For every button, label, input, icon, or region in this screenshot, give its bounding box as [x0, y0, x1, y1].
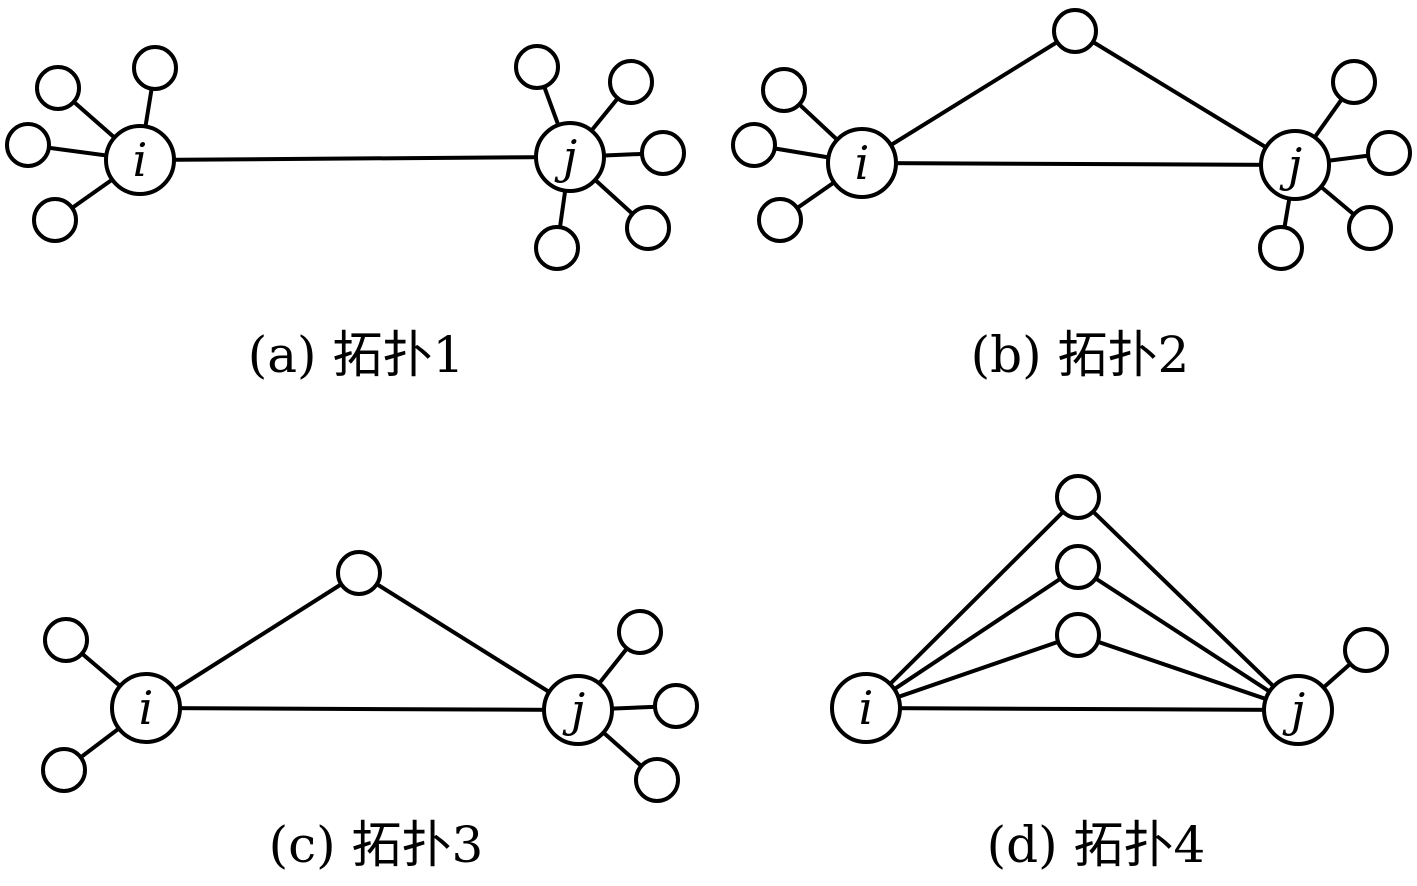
leaf-node: [1331, 59, 1377, 105]
hub-node-i: [826, 127, 898, 199]
leaf-node: [1366, 130, 1412, 176]
leaf-node: [608, 59, 654, 105]
leaf-node: [35, 65, 81, 111]
leaf-node: [1258, 225, 1304, 271]
leaf-node: [534, 225, 580, 271]
edge: [139, 155, 571, 162]
hub-node-j: [534, 121, 606, 193]
edge: [865, 706, 1299, 712]
edge: [864, 495, 1080, 710]
panel-b: i j (b) 拓扑2: [731, 8, 1412, 384]
hub-label-i: i: [133, 133, 148, 187]
edge: [861, 161, 1296, 167]
leaf-node: [653, 683, 699, 729]
leaf-node: [41, 747, 87, 793]
edge: [1077, 633, 1299, 712]
leaf-node: [1343, 627, 1389, 673]
caption-a: (a) 拓扑1: [248, 326, 465, 384]
leaf-node: [1052, 8, 1098, 54]
hub-node-i: [110, 672, 182, 744]
edge: [864, 565, 1080, 710]
leaf-node: [617, 609, 663, 655]
hub-node-j: [1262, 674, 1334, 746]
leaf-node: [336, 550, 382, 596]
edge: [860, 29, 1077, 165]
hub-node-i: [830, 672, 902, 744]
leaf-node: [514, 44, 560, 90]
hub-label-i: i: [855, 136, 870, 190]
panel-a: i j (a) 拓扑1: [5, 44, 686, 384]
caption-d: (d) 拓扑4: [987, 816, 1206, 874]
edge: [145, 706, 579, 712]
hub-label-i: i: [859, 681, 874, 735]
leaf-node: [1055, 612, 1101, 658]
hub-label-i: i: [139, 681, 154, 735]
edge: [865, 633, 1079, 710]
leaf-node: [32, 197, 78, 243]
leaf-node: [625, 205, 671, 251]
leaf-node: [43, 617, 89, 663]
caption-b: (b) 拓扑2: [971, 326, 1190, 384]
edge: [144, 571, 361, 710]
leaf-node: [757, 197, 803, 243]
leaf-node: [132, 45, 178, 91]
leaf-node: [1347, 205, 1393, 251]
leaf-node: [634, 757, 680, 803]
caption-c: (c) 拓扑3: [269, 816, 484, 874]
panel-d: i j (d) 拓扑4: [830, 474, 1389, 874]
edge: [1076, 495, 1300, 712]
edge: [357, 571, 580, 712]
hub-node-i: [104, 124, 176, 196]
hub-node-j: [542, 674, 614, 746]
edge: [1076, 565, 1300, 712]
leaf-node: [640, 130, 686, 176]
hub-node-j: [1259, 129, 1331, 201]
leaf-node: [731, 122, 777, 168]
leaf-node: [5, 122, 51, 168]
panel-c: i j (c) 拓扑3: [41, 550, 699, 874]
leaf-node: [1055, 544, 1101, 590]
leaf-node: [761, 67, 807, 113]
leaf-node: [1055, 474, 1101, 520]
edge: [1073, 29, 1297, 167]
